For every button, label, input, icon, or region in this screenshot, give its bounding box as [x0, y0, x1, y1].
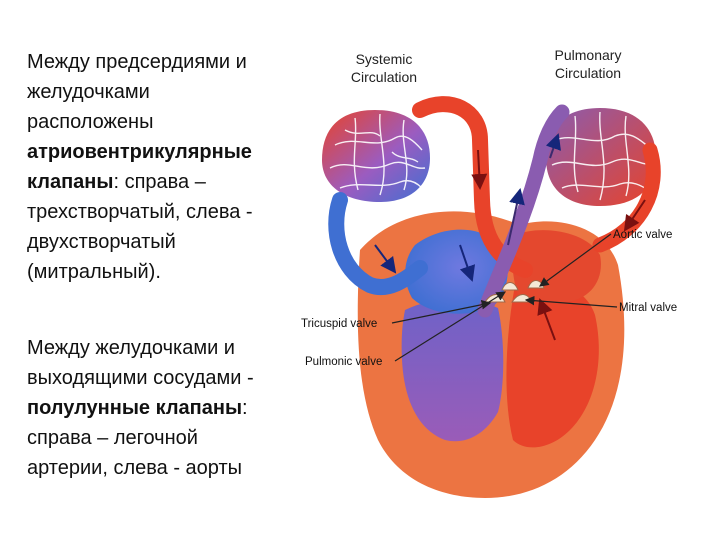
text-line: справа – легочной: [27, 427, 198, 449]
text-line-mixed: полулунные клапаны:: [27, 393, 307, 423]
text-line: желудочками: [27, 81, 150, 103]
mitral-valve-pointer: [524, 295, 618, 308]
text-fragment: : справа –: [113, 171, 206, 193]
mitral-valve-label: Mitral valve: [619, 302, 677, 314]
bold-term: клапаны: [27, 171, 114, 193]
pulmonic-valve-label: Pulmonic valve: [305, 356, 382, 368]
aortic-valve-label: Aortic valve: [613, 229, 672, 241]
aortic-valve-pointer: [539, 233, 612, 287]
left-ventricle: [506, 281, 599, 448]
heart-circulation-diagram: Systemic Circulation Pulmonary Circulati…: [301, 47, 677, 498]
text-line-mixed: клапаны: справа –: [27, 167, 307, 197]
systemic-capillary-mesh: [329, 113, 426, 196]
tricuspid-valve-pointer: [391, 299, 492, 324]
av-valves-paragraph: Между предсердиями и желудочками располо…: [27, 47, 307, 287]
pulmonic-valve-pointer: [394, 291, 507, 362]
text-line: Между предсердиями и: [27, 51, 247, 73]
tricuspid-valve-label: Tricuspid valve: [301, 318, 377, 330]
pulmonary-capillary-mesh: [551, 111, 653, 201]
text-line: расположены: [27, 111, 154, 133]
text-line: (митральный).: [27, 261, 161, 283]
text-line: Между желудочками и: [27, 337, 235, 359]
vena-cava: [328, 192, 428, 295]
systemic-title-line1: Systemic: [356, 51, 413, 67]
pulmonary-title-line1: Pulmonary: [555, 47, 622, 63]
right-atrium: [405, 229, 508, 314]
text-line: выходящими сосудами -: [27, 367, 254, 389]
systemic-title-line2: Circulation: [351, 69, 417, 85]
text-line: артерии, слева - аорты: [27, 457, 242, 479]
semilunar-valves-paragraph: Между желудочками и выходящими сосудами …: [27, 333, 307, 483]
bold-term: полулунные клапаны: [27, 397, 243, 419]
flow-arrows: [374, 133, 646, 341]
pulmonary-artery: [477, 104, 570, 318]
text-line-bold: атриовентрикулярные: [27, 141, 252, 163]
pulmonary-title-line2: Circulation: [555, 65, 621, 81]
text-fragment: :: [242, 397, 248, 419]
systemic-capillaries: [322, 110, 430, 202]
right-ventricle: [401, 299, 504, 442]
pulmonary-vein: [592, 142, 661, 253]
text-line: двухстворчатый: [27, 231, 176, 253]
text-line: трехстворчатый, слева -: [27, 201, 253, 223]
